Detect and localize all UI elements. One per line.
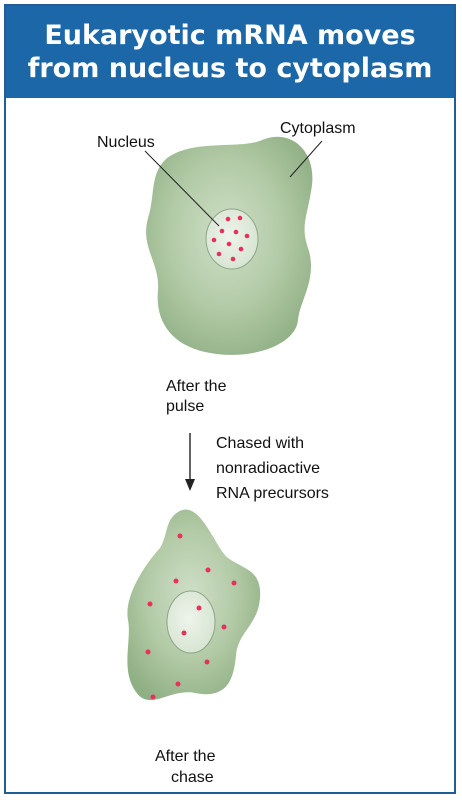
- rna-dot: [227, 242, 232, 247]
- rna-dot: [238, 216, 243, 221]
- rna-dot: [222, 625, 227, 630]
- rna-dot: [146, 650, 151, 655]
- rna-dot: [220, 229, 225, 234]
- chase-caption-line2: nonradioactive: [216, 459, 320, 478]
- rna-dot: [217, 252, 222, 257]
- chase-caption-line1: Chased with: [216, 434, 304, 453]
- rna-dot: [239, 247, 244, 252]
- rna-dot: [212, 238, 217, 243]
- rna-dot: [182, 631, 187, 636]
- rna-dot: [174, 579, 179, 584]
- rna-dot: [245, 234, 250, 239]
- rna-dot: [232, 581, 237, 586]
- rna-dot: [226, 217, 231, 222]
- rna-dot: [206, 568, 211, 573]
- after-chase-label-line2: chase: [171, 768, 214, 787]
- arrow-down-icon: [185, 433, 195, 491]
- rna-dot: [205, 660, 210, 665]
- rna-dot: [176, 682, 181, 687]
- after-pulse-label-line2: pulse: [166, 397, 204, 416]
- rna-dot: [197, 606, 202, 611]
- after-pulse-label-line1: After the: [166, 377, 226, 396]
- after-chase-label-line1: After the: [155, 747, 215, 766]
- rna-dot: [148, 602, 153, 607]
- nucleus-bottom: [167, 591, 215, 653]
- nucleus-label: Nucleus: [97, 133, 155, 152]
- rna-dot: [234, 230, 239, 235]
- rna-dot: [151, 695, 156, 700]
- cytoplasm-label: Cytoplasm: [280, 119, 356, 138]
- cell-after-chase: [127, 510, 260, 701]
- rna-dot: [231, 257, 236, 262]
- cell-after-pulse: [145, 137, 322, 355]
- chase-caption-line3: RNA precursors: [216, 484, 329, 503]
- rna-dot: [178, 534, 183, 539]
